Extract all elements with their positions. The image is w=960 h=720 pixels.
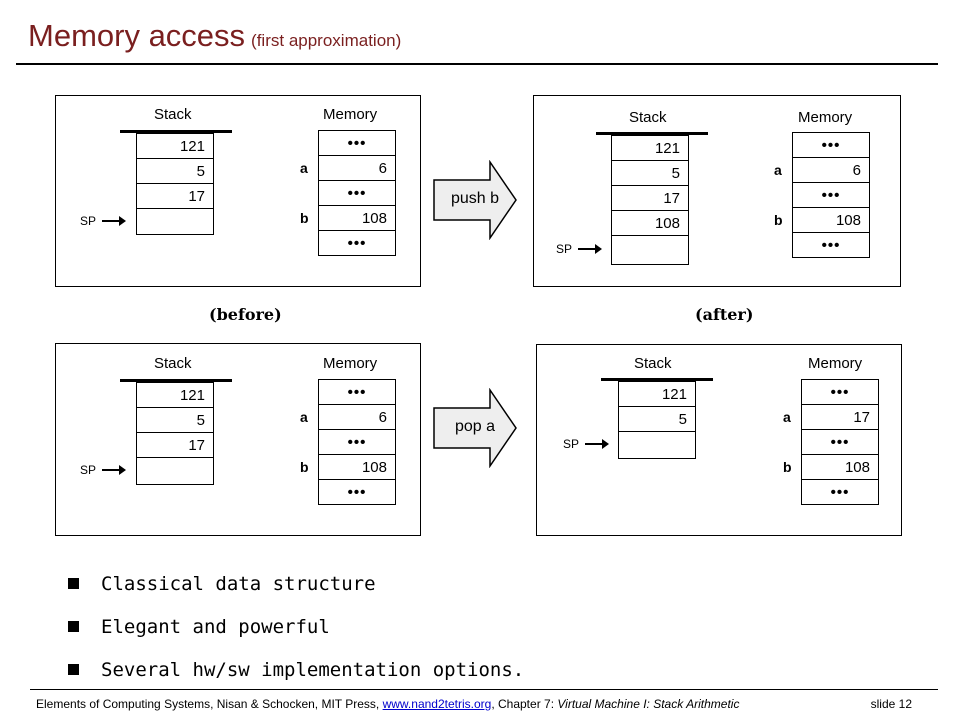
stack-top-bar <box>596 132 708 135</box>
footer-text: Elements of Computing Systems, Nisan & S… <box>36 697 380 711</box>
memory-label-a: a <box>783 409 791 425</box>
memory-cell: ••• <box>318 479 396 505</box>
stack-cell: 17 <box>136 432 214 458</box>
memory-cell-b: 108 <box>801 454 879 480</box>
panel-push-after: Stack 121 5 17 108 SP Memory ••• 6 ••• 1… <box>533 95 901 287</box>
bullet-item: Classical data structure <box>68 562 524 605</box>
stack-top-bar <box>601 378 713 381</box>
pop-command-label: pop a <box>454 418 496 435</box>
memory-cell: ••• <box>318 429 396 455</box>
memory-label: Memory <box>323 106 378 123</box>
bullet-text: Several hw/sw implementation options. <box>101 658 525 681</box>
stack-cell <box>611 235 689 265</box>
page-title: Memory access (first approximation) <box>28 18 401 54</box>
stack-cell: 5 <box>618 406 696 432</box>
caption-after: (after) <box>695 305 754 324</box>
footer-link[interactable]: www.nand2tetris.org <box>382 697 492 711</box>
stack-cell: 5 <box>136 407 214 433</box>
panel-pop-before: Stack 121 5 17 SP Memory ••• 6 ••• 108 •… <box>55 343 421 536</box>
stack-label: Stack <box>634 355 672 372</box>
memory-cell: ••• <box>318 379 396 405</box>
sp-label: SP <box>80 463 97 477</box>
stack-label: Stack <box>629 109 667 126</box>
bullet-text: Elegant and powerful <box>101 615 330 638</box>
stack-cell: 121 <box>611 135 689 161</box>
memory-label-a: a <box>774 162 782 178</box>
slide-number: slide 12 <box>870 697 912 711</box>
bullet-square-icon <box>68 621 79 632</box>
bullet-text: Classical data structure <box>101 572 376 595</box>
memory-cell: ••• <box>792 232 870 258</box>
sp-label: SP <box>563 437 580 451</box>
panel-pop-after: Stack 121 5 SP Memory ••• 17 ••• 108 •••… <box>536 344 902 536</box>
caption-before: (before) <box>209 305 282 324</box>
memory-label: Memory <box>808 355 863 372</box>
memory-cell-a: 6 <box>318 155 396 181</box>
memory-cell: ••• <box>801 429 879 455</box>
push-arrow-icon <box>433 160 517 240</box>
bullet-square-icon <box>68 664 79 675</box>
bullet-item: Several hw/sw implementation options. <box>68 648 524 691</box>
memory-label-a: a <box>300 409 308 425</box>
stack-cell: 17 <box>611 185 689 211</box>
push-command-label: push b <box>450 190 500 207</box>
memory-cell: ••• <box>792 132 870 158</box>
sp-label: SP <box>80 214 97 228</box>
stack-label: Stack <box>154 355 192 372</box>
sp-pointer: SP <box>80 214 127 228</box>
memory-cell: ••• <box>801 379 879 405</box>
memory-cell-a: 6 <box>318 404 396 430</box>
footer: Elements of Computing Systems, Nisan & S… <box>36 697 912 711</box>
memory-cell: ••• <box>792 182 870 208</box>
memory-label-b: b <box>300 210 309 226</box>
memory-label-a: a <box>300 160 308 176</box>
title-divider <box>16 63 938 65</box>
bullet-item: Elegant and powerful <box>68 605 524 648</box>
footer-divider <box>30 689 938 690</box>
sp-pointer: SP <box>563 437 610 451</box>
stack-cell: 121 <box>618 381 696 407</box>
memory-cell-a: 6 <box>792 157 870 183</box>
stack-cell: 5 <box>136 158 214 184</box>
stack-cell <box>136 457 214 485</box>
memory-label: Memory <box>323 355 378 372</box>
sp-arrow-icon <box>578 244 603 254</box>
footer-chapter-title: Virtual Machine I: Stack Arithmetic <box>557 697 740 711</box>
stack-top-bar <box>120 130 232 133</box>
memory-cell: ••• <box>318 180 396 206</box>
sp-arrow-icon <box>102 465 127 475</box>
memory-cell-b: 108 <box>318 205 396 231</box>
sp-pointer: SP <box>556 242 603 256</box>
stack-cell: 121 <box>136 382 214 408</box>
sp-arrow-icon <box>585 439 610 449</box>
sp-pointer: SP <box>80 463 127 477</box>
panel-push-before: Stack 121 5 17 SP Memory ••• 6 ••• 108 •… <box>55 95 421 287</box>
title-subtitle: (first approximation) <box>251 31 402 50</box>
memory-cell: ••• <box>801 479 879 505</box>
memory-cell: ••• <box>318 230 396 256</box>
bullet-square-icon <box>68 578 79 589</box>
memory-label-b: b <box>783 459 792 475</box>
sp-label: SP <box>556 242 573 256</box>
bullet-list: Classical data structure Elegant and pow… <box>68 562 524 691</box>
memory-label: Memory <box>798 109 853 126</box>
stack-cell: 17 <box>136 183 214 209</box>
sp-arrow-icon <box>102 216 127 226</box>
title-main: Memory access <box>28 18 246 53</box>
footer-text-chapter: , Chapter 7: <box>491 697 555 711</box>
stack-top-bar <box>120 379 232 382</box>
memory-label-b: b <box>774 212 783 228</box>
stack-cell <box>136 208 214 235</box>
stack-cell: 121 <box>136 133 214 159</box>
memory-cell-b: 108 <box>792 207 870 233</box>
stack-cell: 5 <box>611 160 689 186</box>
stack-cell: 108 <box>611 210 689 236</box>
pop-arrow-icon <box>433 388 517 468</box>
stack-cell <box>618 431 696 459</box>
memory-cell-a: 17 <box>801 404 879 430</box>
memory-cell-b: 108 <box>318 454 396 480</box>
stack-label: Stack <box>154 106 192 123</box>
memory-label-b: b <box>300 459 309 475</box>
memory-cell: ••• <box>318 130 396 156</box>
